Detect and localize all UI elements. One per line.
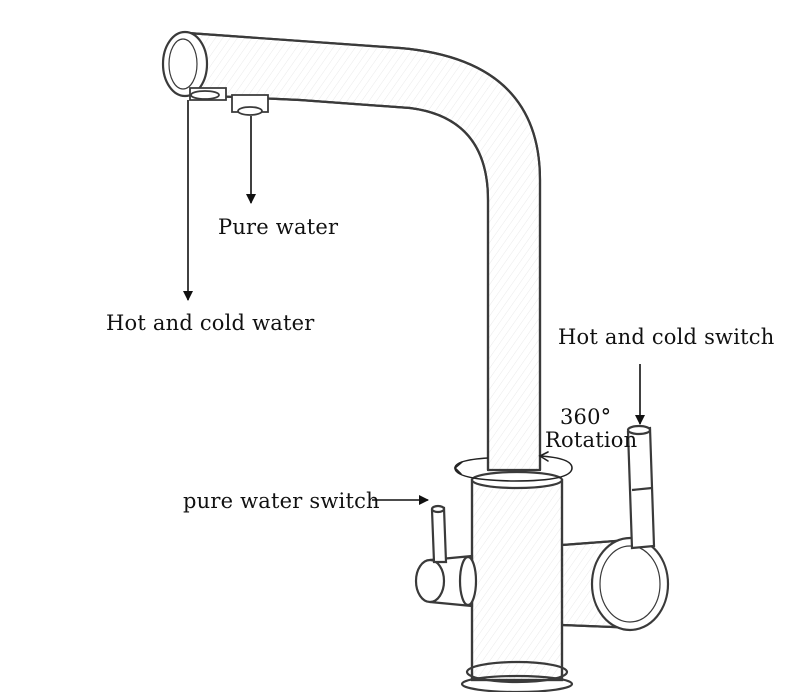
- pure-water-valve: [414, 504, 478, 608]
- label-pure-water: Pure water: [218, 215, 339, 239]
- callout-arrows: [183, 100, 645, 505]
- hot-cold-valve: [561, 424, 670, 632]
- faucet-body: [460, 470, 574, 692]
- faucet-spout: [161, 30, 542, 472]
- rotation-arrow: [453, 451, 573, 482]
- label-rotation-word: Rotation: [545, 428, 638, 452]
- label-rotation-degrees: 360°: [560, 405, 612, 429]
- spout-outlets: [189, 87, 269, 116]
- label-pure-water-switch: pure water switch: [183, 489, 380, 513]
- label-hot-cold-switch: Hot and cold switch: [558, 325, 775, 349]
- label-hot-cold-water: Hot and cold water: [106, 311, 315, 335]
